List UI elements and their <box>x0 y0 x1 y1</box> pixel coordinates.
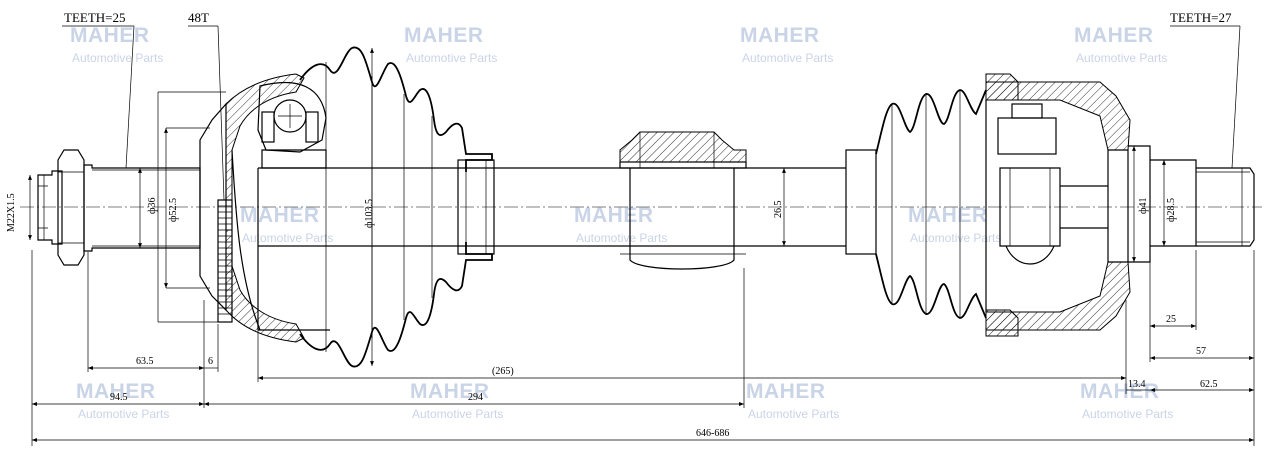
watermark-brand: MAHER <box>404 24 484 47</box>
dim-overall: 646-686 <box>696 428 729 439</box>
watermark-brand: MAHER <box>574 204 654 227</box>
dim-62-5: 62.5 <box>1200 379 1218 390</box>
watermark-tagline: Automotive Parts <box>742 51 833 65</box>
watermark-brand: MAHER <box>1080 380 1160 403</box>
boot-clamp <box>457 159 495 255</box>
watermark-tagline: Automotive Parts <box>1076 51 1167 65</box>
dim-265: (265) <box>492 366 514 377</box>
watermark-tagline: Automotive Parts <box>576 231 667 245</box>
dim-13-4: 13.4 <box>1128 379 1146 390</box>
teeth-left-label: TEETH=25 <box>64 10 125 25</box>
watermark-brand: MAHER <box>240 204 320 227</box>
damper-top <box>619 131 747 163</box>
watermark-brand: MAHER <box>70 24 150 47</box>
inner-tripod-joint <box>985 73 1255 337</box>
dim-6: 6 <box>208 356 213 367</box>
watermark-tagline: Automotive Parts <box>406 51 497 65</box>
dia-36-label: ф36 <box>147 198 158 214</box>
outer-housing-top <box>225 73 305 201</box>
dia-41-label: ф41 <box>1138 198 1149 214</box>
length-dimensions: 63.5 6 (265) 94.5 294 25 57 13.4 62.5 64… <box>31 250 1255 446</box>
dim-25: 25 <box>1166 314 1176 325</box>
watermarks: MAHER Automotive Parts MAHER Automotive … <box>70 24 1173 421</box>
main-shaft <box>258 131 846 270</box>
watermark-brand: MAHER <box>1074 24 1154 47</box>
dia-26-5-label: 26.5 <box>773 201 784 219</box>
thread-label: M22X1.5 <box>6 193 17 232</box>
damper-weight <box>629 168 735 270</box>
dia-103-5-label: ф103.5 <box>364 199 375 228</box>
tripod-spider <box>999 167 1061 247</box>
watermark-brand: MAHER <box>908 204 988 227</box>
watermark-tagline: Automotive Parts <box>72 51 163 65</box>
watermark-brand: MAHER <box>410 380 490 403</box>
cage <box>257 82 327 153</box>
dim-57: 57 <box>1196 346 1206 357</box>
tripod-roller <box>997 117 1057 155</box>
inner-housing-bottom <box>985 261 1131 331</box>
dia-28-5-label: ф28.5 <box>1166 198 1177 222</box>
watermark-tagline: Automotive Parts <box>78 407 169 421</box>
watermark-brand: MAHER <box>76 380 156 403</box>
axle-nut <box>57 149 85 266</box>
dim-63-5: 63.5 <box>136 356 154 367</box>
watermark-tagline: Automotive Parts <box>748 407 839 421</box>
outer-spline <box>83 164 201 252</box>
inner-stub-collar <box>1128 145 1151 263</box>
inner-boot-clamp <box>845 149 877 255</box>
dim-94-5: 94.5 <box>110 392 128 403</box>
outer-cv-joint <box>37 73 330 343</box>
outer-housing-bottom <box>225 229 305 343</box>
teeth-right-label: TEETH=27 <box>1170 10 1232 25</box>
dia-52-5-label: ф52.5 <box>168 198 179 222</box>
watermark-tagline: Automotive Parts <box>412 407 503 421</box>
watermark-brand: MAHER <box>740 24 820 47</box>
inner-boot <box>845 89 987 319</box>
watermark-brand: MAHER <box>746 380 826 403</box>
abs-teeth-label: 48T <box>188 10 209 25</box>
watermark-tagline: Automotive Parts <box>1082 407 1173 421</box>
watermark-tagline: Automotive Parts <box>910 231 1001 245</box>
callouts: TEETH=25 48T TEETH=27 <box>62 10 1241 201</box>
diameter-markers: M22X1.5 ф36 ф52.5 ф103.5 26.5 ф41 ф28.5 <box>6 48 1177 366</box>
watermark-tagline: Automotive Parts <box>242 231 333 245</box>
thread-stub <box>37 170 63 245</box>
inner-spline <box>1196 167 1255 247</box>
inner-housing-top <box>985 81 1131 151</box>
inner-stub-shaft <box>1150 159 1197 247</box>
dim-294: 294 <box>468 392 483 403</box>
